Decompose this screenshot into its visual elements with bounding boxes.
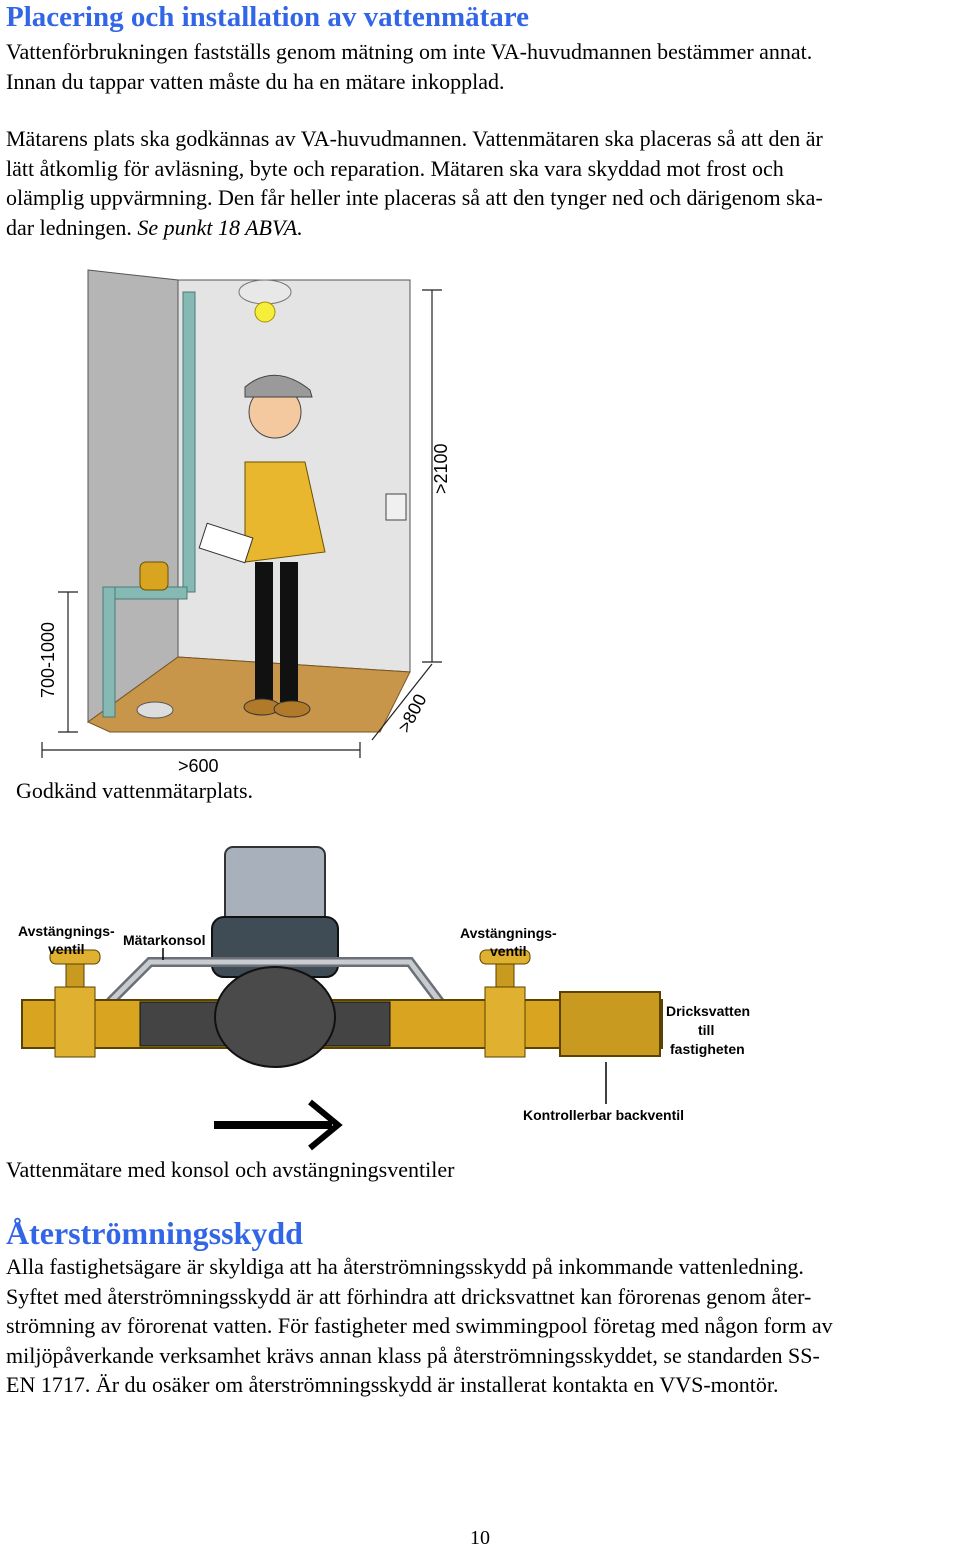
label-bracket: Mätarkonsol [123,932,205,948]
technician-figure [198,374,326,718]
page-number: 10 [470,1527,490,1549]
backflow-line-5: EN 1717. Är du osäker om återströmningss… [6,1372,779,1397]
flow-direction-arrow-icon [214,1099,343,1151]
backflow-line-2: Syftet med återströmningsskydd är att fö… [6,1283,812,1309]
section-heading-backflow: Återströmningsskydd [6,1215,303,1251]
label-outlet-2: till [698,1022,714,1038]
figure1-caption: Godkänd vattenmätarplats. [16,778,254,803]
label-outlet-1: Dricksvatten [666,1003,750,1019]
meter-room-illustration: >2100 700-1000 >600 >800 [38,269,451,776]
abva-reference: Se punkt 18 ABVA. [137,214,303,240]
label-valve-left-1: Avstängnings- [18,923,115,939]
intro-line-1: Vattenförbrukningen fastställs genom mät… [6,39,813,64]
label-outlet-3: fastigheten [670,1041,745,1057]
label-valve-right-1: Avstängnings- [460,925,557,941]
dimension-meter-height-label: 700-1000 [38,622,58,698]
figure2-caption: Vattenmätare med konsol och avstängnings… [6,1157,455,1182]
backflow-line-4: miljöpåverkande verksamhet krävs annan k… [6,1342,820,1368]
label-valve-right-2: ventil [490,943,527,959]
dimension-depth-label: >800 [394,691,431,736]
shutoff-valve-right-icon [479,949,531,1058]
placement-line-3: olämplig uppvärmning. Den får heller int… [6,185,823,210]
intro-paragraph: Vattenförbrukningen fastställs genom mät… [6,37,812,96]
placement-line-4: dar ledningen. [6,214,138,240]
dimension-width-label: >600 [178,756,219,776]
dimension-height-label: >2100 [431,443,451,494]
intro-line-2: Innan du tappar vatten måste du ha en mä… [6,68,505,94]
meter-assembly-diagram: Avstängnings- ventil Mätarkonsol Avstäng… [18,846,750,1151]
placement-line-2: lätt åtkomlig för avläsning, byte och re… [6,155,784,181]
page-title: Placering och installation av vattenmäta… [6,1,530,33]
shutoff-valve-left-icon [49,949,101,1058]
placement-paragraph: Mätarens plats ska godkännas av VA-huvud… [6,124,823,242]
backflow-line-3: strömning av förorenat vatten. För fasti… [6,1313,833,1338]
backflow-line-1: Alla fastighetsägare är skyldiga att ha … [6,1254,804,1279]
label-valve-left-2: ventil [48,941,85,957]
placement-line-1: Mätarens plats ska godkännas av VA-huvud… [6,126,823,151]
label-check-valve: Kontrollerbar backventil [523,1107,684,1123]
backflow-paragraph: Alla fastighetsägare är skyldiga att ha … [6,1252,833,1400]
